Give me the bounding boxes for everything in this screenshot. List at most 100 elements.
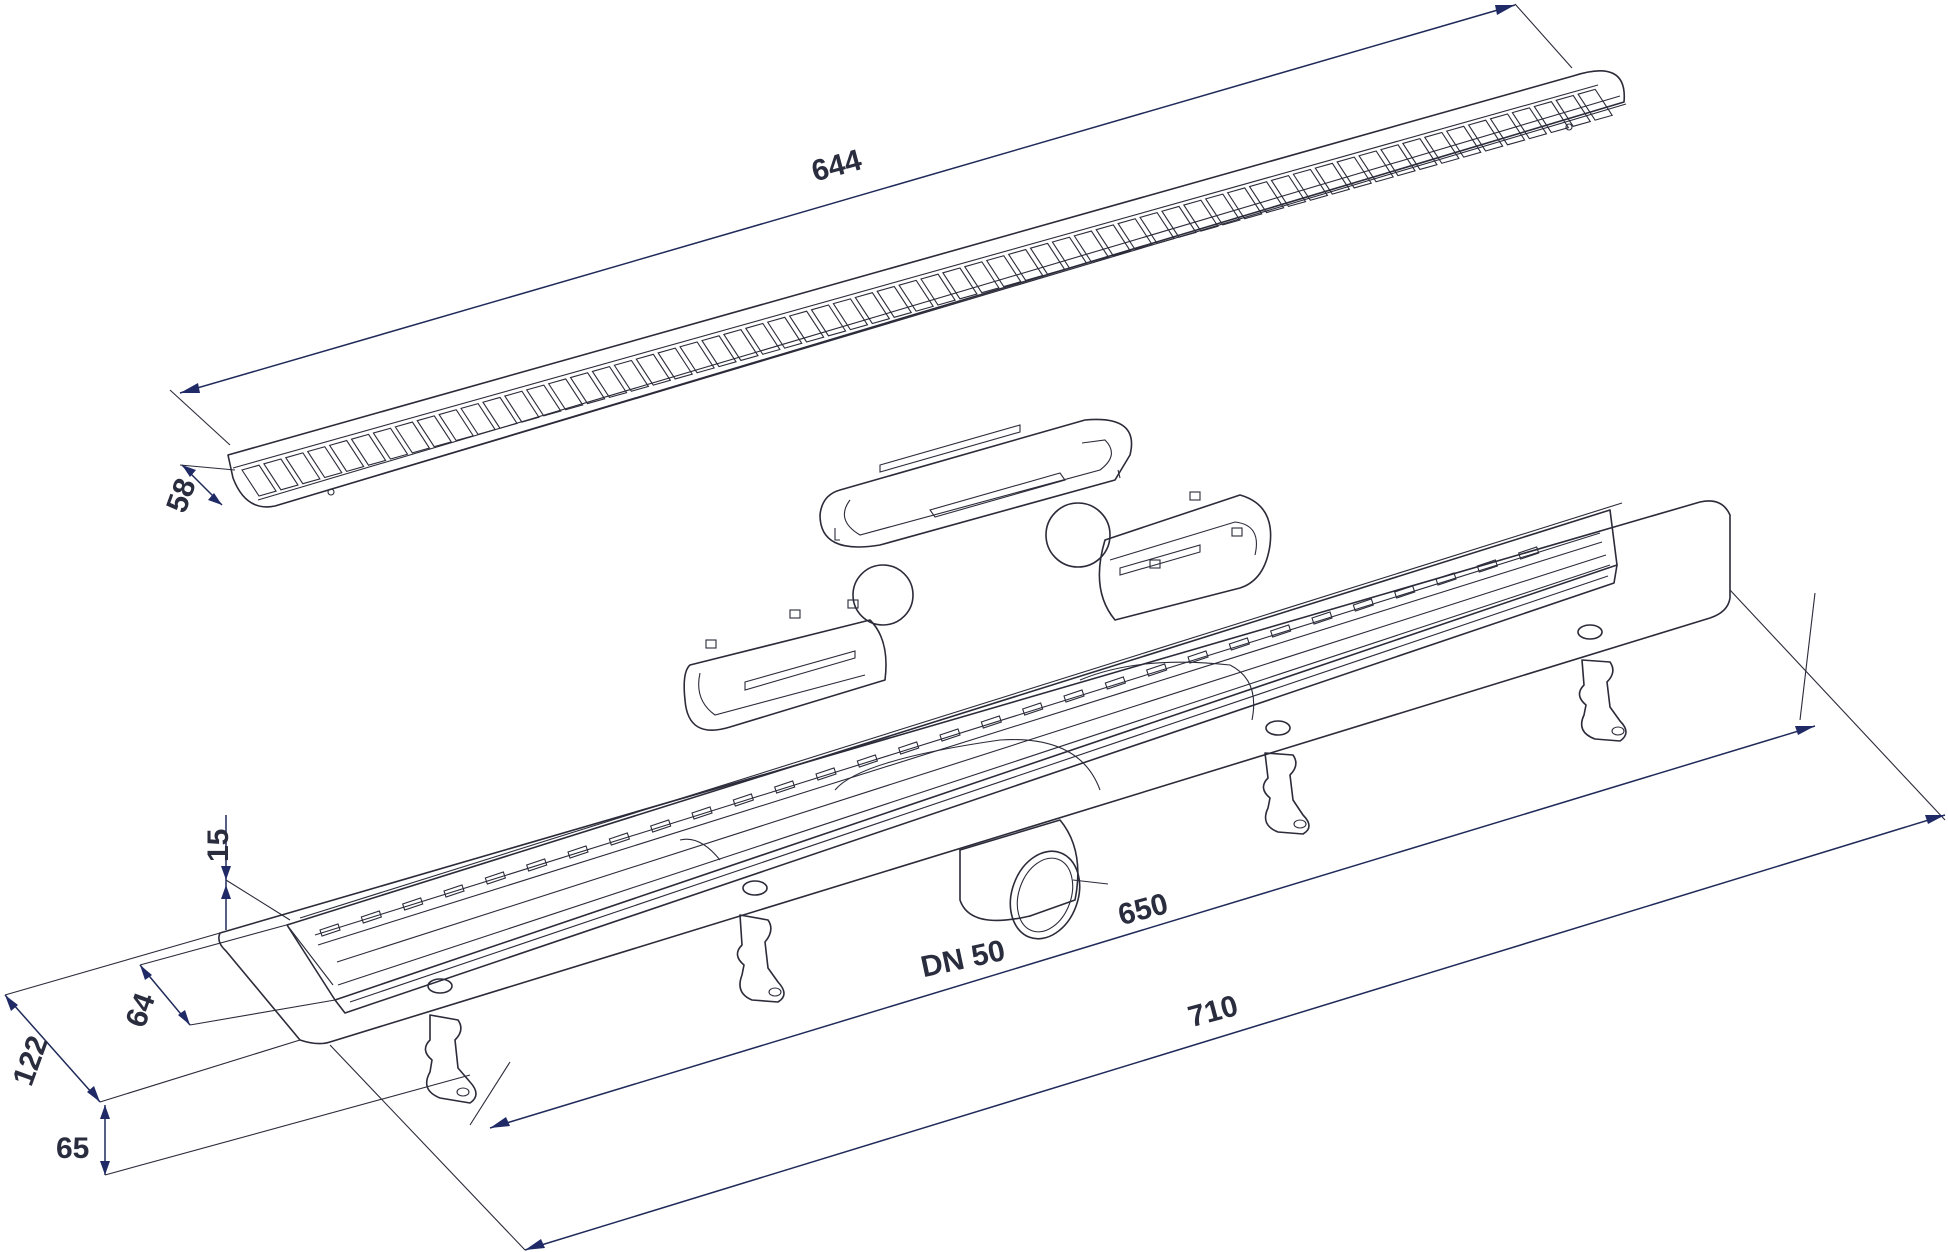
grate-slot	[1051, 236, 1088, 269]
grate-slot	[1117, 218, 1154, 251]
hinge-tab	[649, 819, 672, 833]
hinge-tab	[443, 884, 465, 898]
hinge-tab	[939, 728, 961, 742]
grate-slot	[1270, 174, 1307, 208]
grate-slot	[788, 310, 825, 343]
grate-slot	[1226, 187, 1263, 220]
foot-3	[1262, 752, 1310, 835]
grate-slot	[1292, 168, 1329, 201]
dimension-122-label: 122	[7, 1032, 55, 1090]
grate-slot	[1401, 138, 1438, 171]
hinge-tab	[401, 897, 424, 911]
grate-slot	[1248, 181, 1285, 214]
grate-slot	[1007, 248, 1044, 281]
grate-slot	[1489, 113, 1526, 146]
grate-slot	[1161, 205, 1197, 238]
hinge-tab	[1393, 585, 1416, 599]
dimension-644-label: 644	[808, 144, 865, 189]
grate-slot	[963, 261, 1000, 294]
hinge-tab	[1517, 546, 1540, 560]
grate-slot	[876, 285, 913, 318]
hinge-tab	[856, 754, 879, 768]
hinge-tab	[1187, 650, 1209, 664]
grate-slot	[503, 390, 540, 423]
grate-slot	[591, 365, 628, 399]
grate-slot	[1073, 230, 1110, 263]
grate-slot	[985, 255, 1022, 288]
grate-slot	[1533, 101, 1570, 134]
dimension-58-label: 58	[160, 474, 202, 517]
hinge-tab	[608, 832, 631, 846]
grate-slot	[394, 421, 431, 454]
hinge-tab	[484, 871, 507, 885]
grate-slot	[920, 273, 956, 306]
grate-slot	[679, 341, 716, 374]
hinge-tab	[815, 767, 837, 781]
dimension-644: 644	[169, 3, 1573, 446]
foot-1	[424, 1014, 477, 1104]
dimension-64-label: 64	[120, 989, 163, 1032]
hinge-tab	[691, 806, 713, 820]
siphon-ball-lower	[1045, 502, 1111, 568]
hinge-tab	[1435, 572, 1457, 586]
grate-slot	[525, 384, 562, 417]
grate-slot	[613, 359, 650, 392]
grate-slot	[1139, 211, 1175, 245]
foot-4	[1578, 659, 1627, 742]
hinge-tab	[360, 910, 383, 924]
grate-slot	[744, 322, 781, 355]
grate-slot	[1445, 125, 1482, 158]
grate-slot	[1314, 162, 1351, 195]
grate-slot	[942, 267, 978, 300]
grate-slot	[1095, 224, 1132, 257]
hinge-tab	[732, 793, 755, 807]
hinge-tab	[319, 923, 341, 937]
grate-slot	[284, 452, 321, 485]
grate-slot	[416, 415, 453, 448]
hinge-tab	[1063, 689, 1085, 703]
hinge-tab	[567, 845, 589, 859]
siphon-cover	[819, 418, 1133, 548]
dimension-710-label: 710	[1185, 989, 1242, 1034]
hinge-tab	[1228, 637, 1251, 651]
dimension-65: 65	[56, 1074, 471, 1176]
foot-2	[736, 914, 785, 1003]
flange-hole-mid	[742, 880, 768, 896]
siphon-body-right	[1098, 491, 1272, 621]
grate-slot	[460, 402, 496, 436]
dimension-650-label: 650	[1115, 887, 1172, 932]
grate-slot	[1358, 150, 1395, 183]
grate-slot	[854, 292, 891, 325]
grate-slot	[350, 433, 387, 466]
hinge-tab	[897, 741, 920, 755]
grate-slot	[482, 396, 518, 429]
grate-slot	[547, 378, 584, 411]
grate	[227, 69, 1627, 508]
siphon-body-left	[683, 599, 887, 731]
hinge-tab	[980, 715, 1003, 729]
hinge-tab	[1145, 663, 1168, 677]
outlet-opening	[1009, 850, 1081, 940]
grate-slot	[1029, 242, 1066, 275]
grate-slot	[1204, 193, 1241, 226]
grate-slot	[810, 304, 847, 337]
grate-slot	[1336, 156, 1373, 189]
hinge-tab	[1269, 624, 1292, 638]
grate-slot	[766, 316, 803, 349]
outlet-pipe	[959, 819, 1109, 940]
grate-slots	[241, 88, 1614, 497]
grate-slot	[1467, 119, 1504, 152]
grate-slot	[438, 409, 475, 442]
siphon-ball-upper	[852, 564, 914, 626]
grate-slot	[569, 372, 606, 405]
grate-slot	[1423, 131, 1460, 164]
grate-slot	[832, 298, 869, 331]
outlet-diameter-label: DN 50	[918, 934, 1008, 984]
grate-slot	[635, 353, 672, 386]
grate-slot	[723, 329, 759, 362]
flange-hole-end	[1577, 624, 1603, 640]
hinge-tab	[1352, 598, 1375, 612]
grate-slot	[701, 335, 737, 368]
grate-slot	[1577, 88, 1614, 121]
